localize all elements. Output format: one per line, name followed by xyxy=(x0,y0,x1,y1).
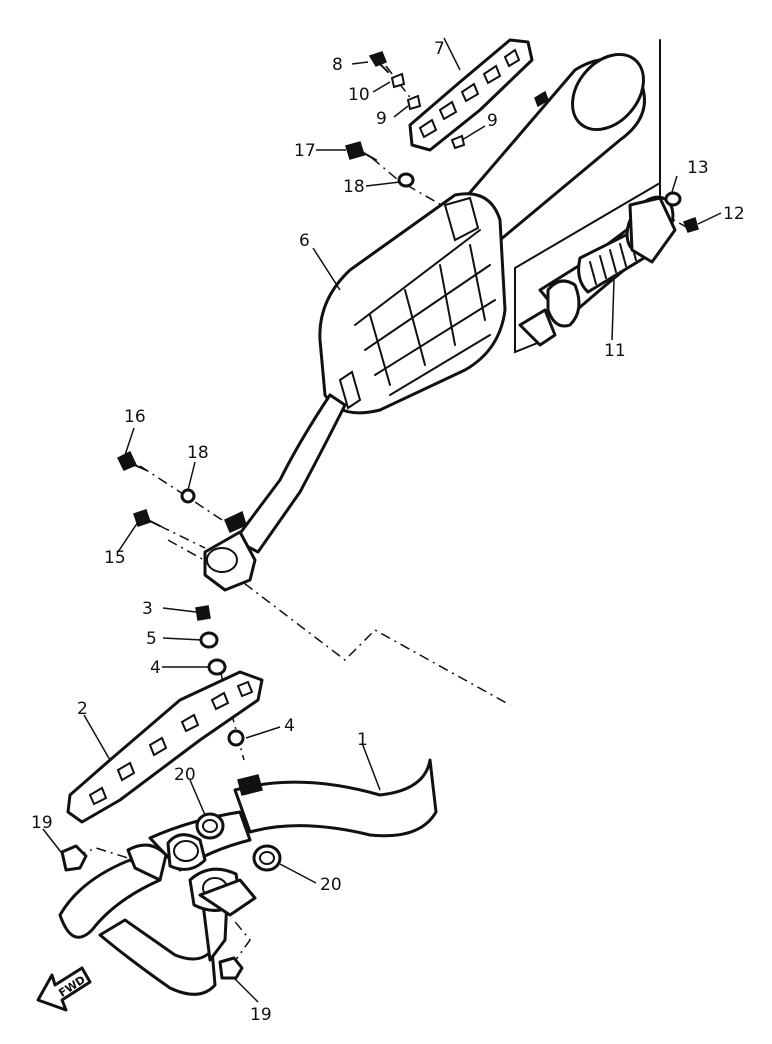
callout-7: 7 xyxy=(434,39,445,59)
callout-11: 11 xyxy=(604,341,626,361)
callout-2: 2 xyxy=(77,699,88,719)
callout-20b: 20 xyxy=(320,875,342,895)
exhaust-pipe xyxy=(58,758,438,996)
callout-4a: 4 xyxy=(150,658,161,678)
washer-10 xyxy=(390,72,406,89)
grommet-9-lower xyxy=(450,134,466,150)
gasket-20-upper-inner xyxy=(202,819,218,833)
grommet-18-lower xyxy=(180,488,196,504)
callout-10: 10 xyxy=(348,85,370,105)
heat-shield-upper xyxy=(408,38,549,152)
assembly-line-bolt-17 xyxy=(371,157,451,211)
screw-12 xyxy=(683,217,699,233)
grommet-9-upper xyxy=(406,94,422,111)
nut-19-lower xyxy=(218,956,244,980)
callout-20a: 20 xyxy=(174,765,196,785)
callout-19a: 19 xyxy=(31,813,53,833)
callout-9a: 9 xyxy=(376,109,387,129)
callout-1: 1 xyxy=(357,730,368,750)
assembly-line-main xyxy=(167,539,511,706)
callout-13: 13 xyxy=(687,158,709,178)
callout-15: 15 xyxy=(104,548,126,568)
assembly-line-bolt-8 xyxy=(385,65,413,101)
callout-18b: 18 xyxy=(187,443,209,463)
spark-arrester xyxy=(518,195,677,347)
callout-5: 5 xyxy=(146,629,157,649)
callout-19b: 19 xyxy=(250,1005,272,1025)
bolt-3 xyxy=(195,605,211,621)
collar-5 xyxy=(199,631,219,649)
callout-8: 8 xyxy=(332,55,343,75)
callout-18a: 18 xyxy=(343,177,365,197)
assembly-line-bolt-15 xyxy=(159,525,206,549)
nut-19-upper xyxy=(60,844,88,872)
callout-labels: 8 7 10 9 9 17 18 6 13 12 11 16 18 15 3 5… xyxy=(31,39,745,1025)
leader-lines xyxy=(42,37,722,1003)
bolt-8 xyxy=(368,51,389,73)
callout-6: 6 xyxy=(299,231,310,251)
heat-shield-lower xyxy=(66,670,264,824)
bolt-15 xyxy=(133,509,161,527)
callout-12: 12 xyxy=(723,204,745,224)
callout-9b: 9 xyxy=(487,111,498,131)
gasket-13 xyxy=(664,191,682,207)
gasket-20-lower-inner xyxy=(259,851,275,865)
grommet-18-upper xyxy=(397,172,415,188)
bolt-16 xyxy=(116,450,147,471)
assembly-line-nut-19-bottom xyxy=(231,917,251,966)
callout-4b: 4 xyxy=(284,716,295,736)
grommet-4-lower xyxy=(227,729,245,747)
grommet-4-upper xyxy=(207,658,227,676)
assembly-line-bolt-16 xyxy=(139,465,223,521)
callout-17: 17 xyxy=(294,141,316,161)
fwd-arrow-icon: FWD xyxy=(36,966,92,1012)
callout-16: 16 xyxy=(124,407,146,427)
muffler xyxy=(203,52,646,592)
callout-3: 3 xyxy=(142,599,153,619)
bolt-17 xyxy=(345,141,377,161)
